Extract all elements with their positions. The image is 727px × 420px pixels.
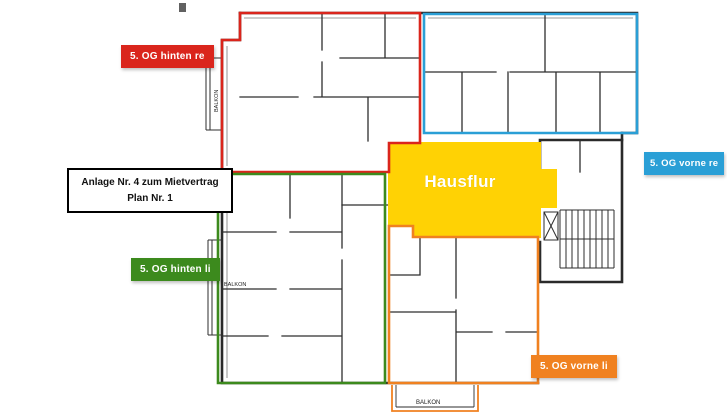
left-balconies — [205, 57, 222, 336]
balkon-label-bottom: BALKON — [416, 400, 440, 406]
region-outline-vorne-re — [422, 12, 639, 135]
balkon-label-mid-left: BALKON — [224, 282, 246, 288]
title-line-1: Anlage Nr. 4 zum Mietvertrag — [81, 177, 219, 188]
label-vorne-re: 5. OG vorne re — [644, 152, 725, 175]
bottom-balcony-detail — [395, 385, 475, 408]
label-hinten-li: 5. OG hinten li — [131, 258, 220, 281]
region-outline-hinten-re — [220, 11, 422, 174]
hausflur-label: Hausflur — [424, 172, 496, 191]
interior-walls — [221, 12, 638, 384]
bottom-balcony-outline — [391, 385, 479, 412]
label-vorne-li: 5. OG vorne li — [531, 355, 617, 378]
elevator-icon — [543, 211, 559, 241]
title-line-2: Plan Nr. 1 — [127, 192, 173, 204]
plan-title-box: Anlage Nr. 4 zum Mietvertrag Plan Nr. 1 — [67, 168, 233, 213]
window-lines — [226, 17, 633, 378]
balkon-label-top-left: BALKON — [214, 90, 220, 112]
region-outline-vorne-li — [387, 224, 540, 385]
region-outline-hinten-li — [216, 172, 387, 385]
staircase — [543, 209, 615, 269]
label-hinten-re: 5. OG hinten re — [121, 45, 214, 68]
scan-artifact — [179, 3, 186, 12]
